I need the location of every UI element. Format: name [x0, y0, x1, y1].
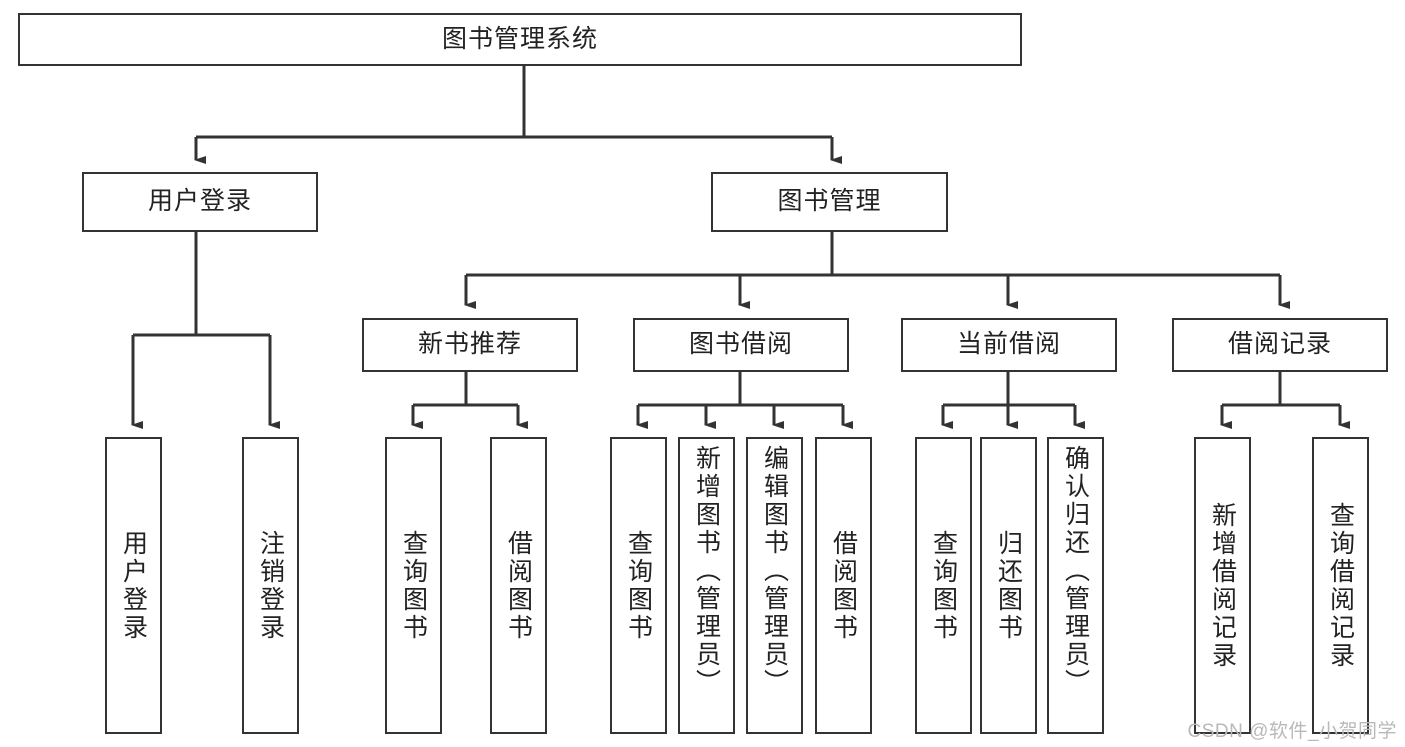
node-label: 图书管理: [777, 187, 882, 216]
watermark-credit: CSDN @软件_小贺同学: [1187, 721, 1397, 742]
node-label: 新增借阅记录: [1208, 501, 1237, 670]
node-label: 注销登录: [256, 529, 285, 642]
leaf-user-login-logout[interactable]: 注销登录: [242, 437, 299, 734]
node-label: 编辑图书（管理员）: [760, 445, 789, 697]
node-label: 新书推荐: [417, 330, 522, 359]
node-label: 查询图书: [399, 529, 428, 642]
leaf-recommend-query-book[interactable]: 查询图书: [385, 437, 442, 734]
node-label: 借阅图书: [504, 529, 533, 642]
node-root-book-management-system[interactable]: 图书管理系统: [18, 13, 1022, 66]
node-label: 借阅记录: [1227, 330, 1332, 359]
leaf-borrow-borrow-book[interactable]: 借阅图书: [815, 437, 872, 734]
node-book-management[interactable]: 图书管理: [711, 172, 948, 232]
leaf-record-query-record[interactable]: 查询借阅记录: [1312, 437, 1369, 734]
node-label: 新增图书（管理员）: [692, 445, 721, 697]
leaf-current-query-book[interactable]: 查询图书: [915, 437, 972, 734]
leaf-current-return-book[interactable]: 归还图书: [980, 437, 1037, 734]
node-label: 查询图书: [929, 529, 958, 642]
node-label: 图书借阅: [688, 330, 793, 359]
node-label: 确认归还（管理员）: [1061, 445, 1090, 697]
node-label: 借阅图书: [829, 529, 858, 642]
node-borrow-record[interactable]: 借阅记录: [1172, 318, 1388, 372]
node-label: 当前借阅: [956, 330, 1061, 359]
leaf-borrow-query-book[interactable]: 查询图书: [610, 437, 667, 734]
leaf-borrow-add-book-admin[interactable]: 新增图书（管理员）: [678, 437, 735, 734]
node-current-borrow[interactable]: 当前借阅: [901, 318, 1117, 372]
node-user-login[interactable]: 用户登录: [82, 172, 318, 232]
leaf-current-confirm-return-admin[interactable]: 确认归还（管理员）: [1047, 437, 1104, 734]
node-label: 归还图书: [994, 529, 1023, 642]
node-label: 图书管理系统: [441, 24, 598, 53]
leaf-recommend-borrow-book[interactable]: 借阅图书: [490, 437, 547, 734]
node-label: 查询借阅记录: [1326, 501, 1355, 670]
node-book-borrow[interactable]: 图书借阅: [633, 318, 849, 372]
leaf-user-login-login[interactable]: 用户登录: [105, 437, 162, 734]
node-label: 用户登录: [119, 529, 148, 642]
node-label: 查询图书: [624, 529, 653, 642]
node-new-book-recommend[interactable]: 新书推荐: [362, 318, 578, 372]
leaf-borrow-edit-book-admin[interactable]: 编辑图书（管理员）: [746, 437, 803, 734]
node-label: 用户登录: [147, 187, 252, 216]
leaf-record-add-record[interactable]: 新增借阅记录: [1194, 437, 1251, 734]
